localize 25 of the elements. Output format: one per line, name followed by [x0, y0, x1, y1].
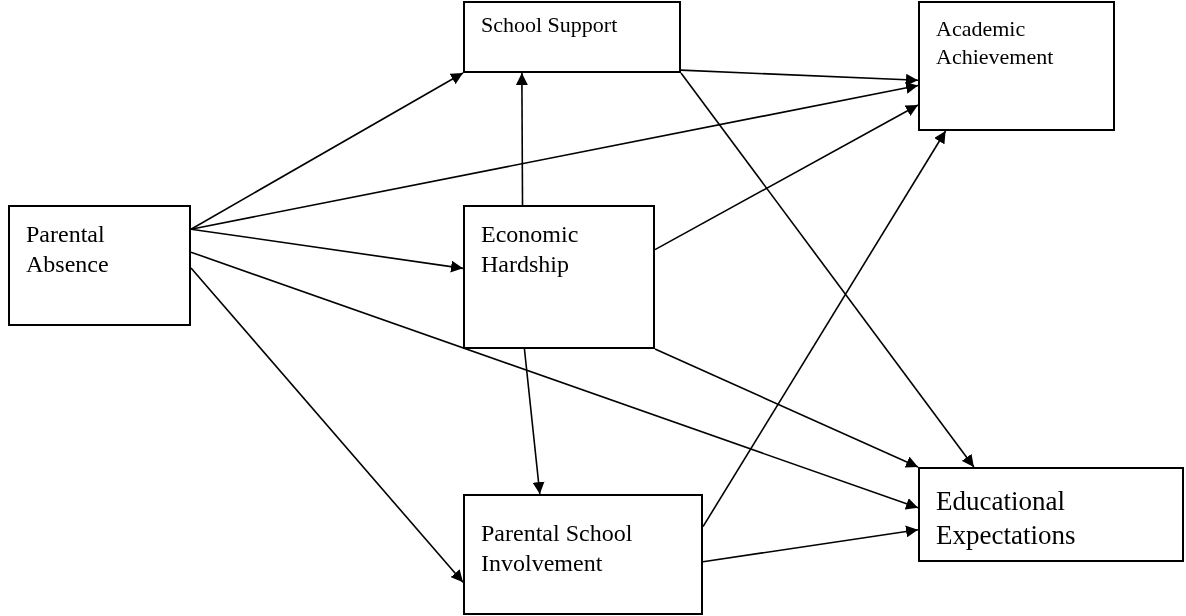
arrow [190, 228, 464, 273]
arrow [515, 72, 528, 206]
variable-name: Parental Absence [26, 220, 110, 279]
variable-box [918, 1, 1115, 131]
arrow [680, 72, 975, 468]
arrow [680, 69, 919, 86]
variable-box [918, 467, 1184, 562]
arrow [702, 525, 919, 563]
variable-box [463, 1, 681, 73]
arrow [654, 348, 919, 468]
arrow [654, 104, 919, 251]
variable-name: Economic Hardship [481, 220, 580, 279]
variable-name: Educational Expectations [936, 485, 1077, 552]
arrow [523, 348, 545, 495]
variable-name: Academic Achievement [936, 15, 1055, 70]
arrow [702, 130, 947, 528]
variable-box [463, 205, 655, 349]
arrow [190, 267, 464, 584]
variable-name: School Support [481, 11, 619, 39]
arrow [190, 81, 919, 230]
variable-box [463, 494, 703, 615]
arrow [190, 251, 919, 510]
variable-name: Parental School Involvement [481, 519, 634, 578]
arrow [190, 72, 464, 230]
variable-box [8, 205, 191, 326]
